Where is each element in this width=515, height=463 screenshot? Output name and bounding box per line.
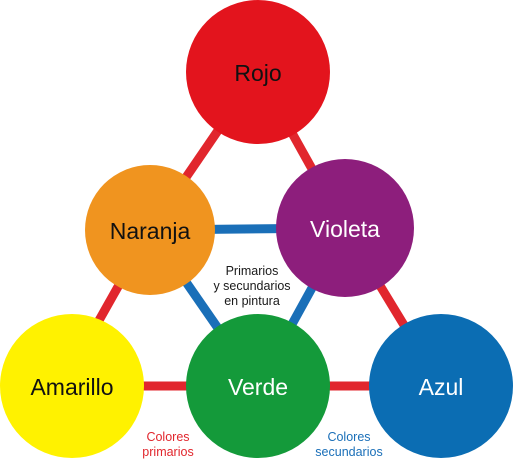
color-node-naranja: Naranja (85, 165, 215, 295)
legend-secondary-line-1: Colores (327, 430, 370, 444)
circle-verde (186, 314, 330, 458)
color-node-azul: Azul (369, 314, 513, 458)
center-caption-line-2: y secundarios (213, 279, 290, 293)
legend-primary-line-1: Colores (146, 430, 189, 444)
circle-azul (369, 314, 513, 458)
color-node-rojo: Rojo (186, 0, 330, 144)
legend-secondary-line-2: secundarios (315, 445, 382, 459)
circle-rojo (186, 0, 330, 144)
circle-naranja (85, 165, 215, 295)
color-node-violeta: Violeta (276, 159, 414, 297)
color-node-verde: Verde (186, 314, 330, 458)
center-caption-line-1: Primarios (226, 264, 279, 278)
color-node-amarillo: Amarillo (0, 314, 144, 458)
label-amarillo: Amarillo (30, 374, 113, 400)
circle-violeta (276, 159, 414, 297)
label-azul: Azul (419, 374, 464, 400)
label-naranja: Naranja (110, 218, 191, 244)
legend-secondary: Colores secundarios (315, 430, 382, 459)
label-violeta: Violeta (310, 216, 380, 242)
center-caption-line-3: en pintura (224, 294, 280, 308)
center-caption: Primarios y secundarios en pintura (213, 264, 290, 308)
label-rojo: Rojo (234, 60, 281, 86)
circle-amarillo (0, 314, 144, 458)
label-verde: Verde (228, 374, 288, 400)
legend-primary-line-2: primarios (142, 445, 193, 459)
legend-primary: Colores primarios (142, 430, 193, 459)
